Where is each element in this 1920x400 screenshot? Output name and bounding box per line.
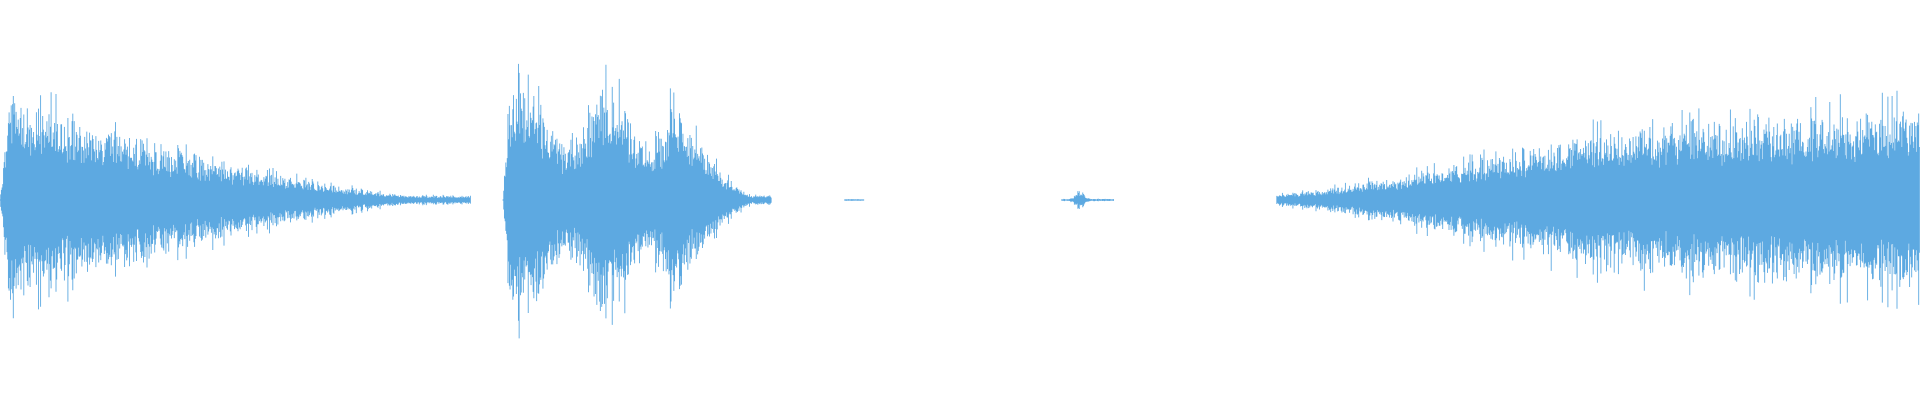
waveform-segment [1276,90,1920,309]
waveform-segment [844,199,865,201]
waveform-segment [502,63,772,339]
waveform-segment [1061,191,1115,210]
waveform-segment [0,92,471,319]
